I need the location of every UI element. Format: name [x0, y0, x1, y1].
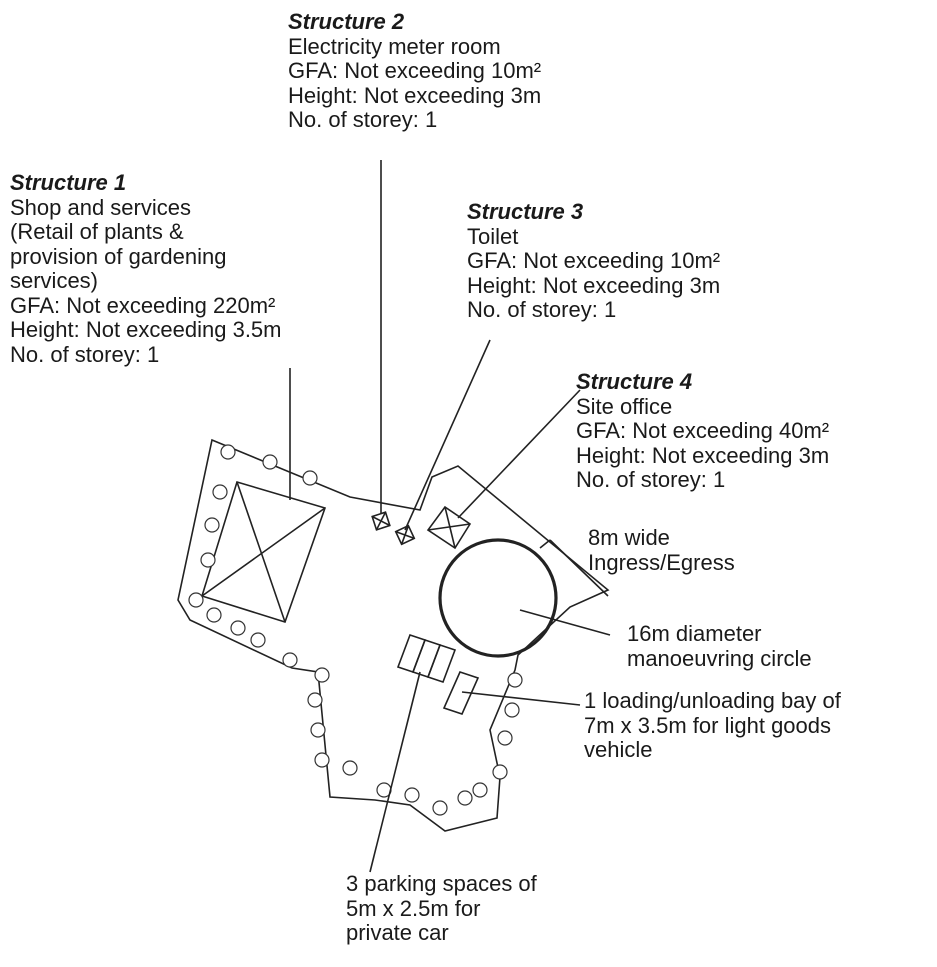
tree-symbol — [457, 790, 473, 806]
manoeuvring-circle — [438, 538, 558, 658]
manoeuvring-circle-line: manoeuvring circle — [627, 645, 812, 671]
loading-bay — [442, 671, 480, 715]
structure-3-line: GFA: Not exceeding 10m² — [467, 248, 721, 273]
parking-spaces-line: 5m x 2.5m for — [346, 895, 481, 921]
tree-symbol — [504, 702, 520, 718]
tree-symbol — [310, 722, 326, 738]
parking-spaces-label: 3 parking spaces of 5m x 2.5m for privat… — [346, 871, 537, 946]
tree-symbol — [472, 782, 488, 798]
manoeuvring-circle-label: 16m diameter manoeuvring circle — [627, 621, 812, 671]
structure-3-label: Structure 3 Toilet GFA: Not exceeding 10… — [467, 199, 721, 323]
ingress-egress-label: 8m wide Ingress/Egress — [588, 525, 735, 575]
structure-3-line: Height: Not exceeding 3m — [467, 272, 721, 298]
tree-symbol — [342, 760, 358, 776]
structure-4-line: GFA: Not exceeding 40m² — [576, 418, 830, 443]
structure-1-line: Height: Not exceeding 3.5m — [10, 317, 282, 342]
tree-symbol — [250, 632, 266, 648]
tree-symbol — [492, 764, 508, 780]
structure-2-line: No. of storey: 1 — [288, 107, 438, 132]
ingress-egress-opening — [539, 539, 609, 597]
tree-symbol — [404, 787, 420, 803]
tree-symbols — [188, 444, 523, 816]
structure-1-footprint — [201, 481, 327, 623]
tree-symbol — [206, 607, 222, 623]
structure-1-line: Shop and services — [10, 194, 191, 220]
structure-2-line: GFA: Not exceeding 10m² — [288, 58, 542, 83]
parking-spaces-line: 3 parking spaces of — [346, 871, 537, 896]
loading-bay-line: 7m x 3.5m for light goods — [584, 712, 832, 738]
leader-lines — [289, 160, 611, 873]
tree-symbol — [262, 454, 278, 470]
ingress-egress-line: Ingress/Egress — [588, 549, 735, 575]
structure-2-line: Height: Not exceeding 3m — [288, 82, 542, 108]
structure-1-label: Structure 1 Shop and services (Retail of… — [10, 170, 282, 367]
structure-1-line: GFA: Not exceeding 220m² — [10, 292, 276, 318]
tree-symbol — [507, 672, 523, 688]
tree-symbol — [314, 667, 330, 683]
structure-1-line: (Retail of plants & — [10, 219, 184, 244]
parking-spaces-line: private car — [346, 920, 449, 945]
ingress-egress-line: 8m wide — [588, 525, 670, 550]
tree-symbol — [230, 620, 246, 636]
structure-1-line: services) — [10, 268, 99, 293]
structure-2-label: Structure 2 Electricity meter room GFA: … — [288, 9, 542, 133]
tree-symbol — [432, 800, 448, 816]
structure-1-title: Structure 1 — [10, 170, 127, 195]
structure-4-footprint — [426, 505, 472, 550]
structure-4-line: Height: Not exceeding 3m — [576, 442, 830, 468]
tree-symbol — [204, 517, 220, 533]
tree-symbol — [220, 444, 236, 460]
structure-2-footprint — [371, 511, 391, 531]
loading-bay-label: 1 loading/unloading bay of 7m x 3.5m for… — [584, 688, 841, 763]
tree-symbol — [282, 652, 298, 668]
structure-2-line: Electricity meter room — [288, 33, 501, 59]
loading-bay-line: 1 loading/unloading bay of — [584, 688, 841, 713]
structure-1-line: provision of gardening — [10, 243, 227, 269]
structure-4-label: Structure 4 Site office GFA: Not exceedi… — [576, 369, 830, 493]
tree-symbol — [314, 752, 330, 768]
tree-symbol — [302, 470, 318, 486]
structure-4-line: No. of storey: 1 — [576, 467, 726, 492]
structure-1-line: No. of storey: 1 — [10, 341, 160, 367]
tree-symbol — [188, 592, 204, 608]
manoeuvring-circle-line: 16m diameter — [627, 621, 762, 646]
tree-symbol — [307, 692, 323, 708]
structure-3-footprint — [394, 524, 416, 546]
parking-spaces — [396, 633, 457, 684]
structure-4-line: Site office — [576, 393, 673, 419]
loading-bay-line: vehicle — [584, 737, 653, 762]
tree-symbol — [497, 730, 513, 746]
structure-4-title: Structure 4 — [576, 369, 693, 394]
structure-3-title: Structure 3 — [467, 199, 584, 224]
structure-3-line: Toilet — [467, 223, 519, 249]
tree-symbol — [212, 484, 228, 500]
structure-2-title: Structure 2 — [288, 9, 405, 34]
tree-symbol — [200, 552, 216, 568]
structure-3-line: No. of storey: 1 — [467, 297, 617, 322]
